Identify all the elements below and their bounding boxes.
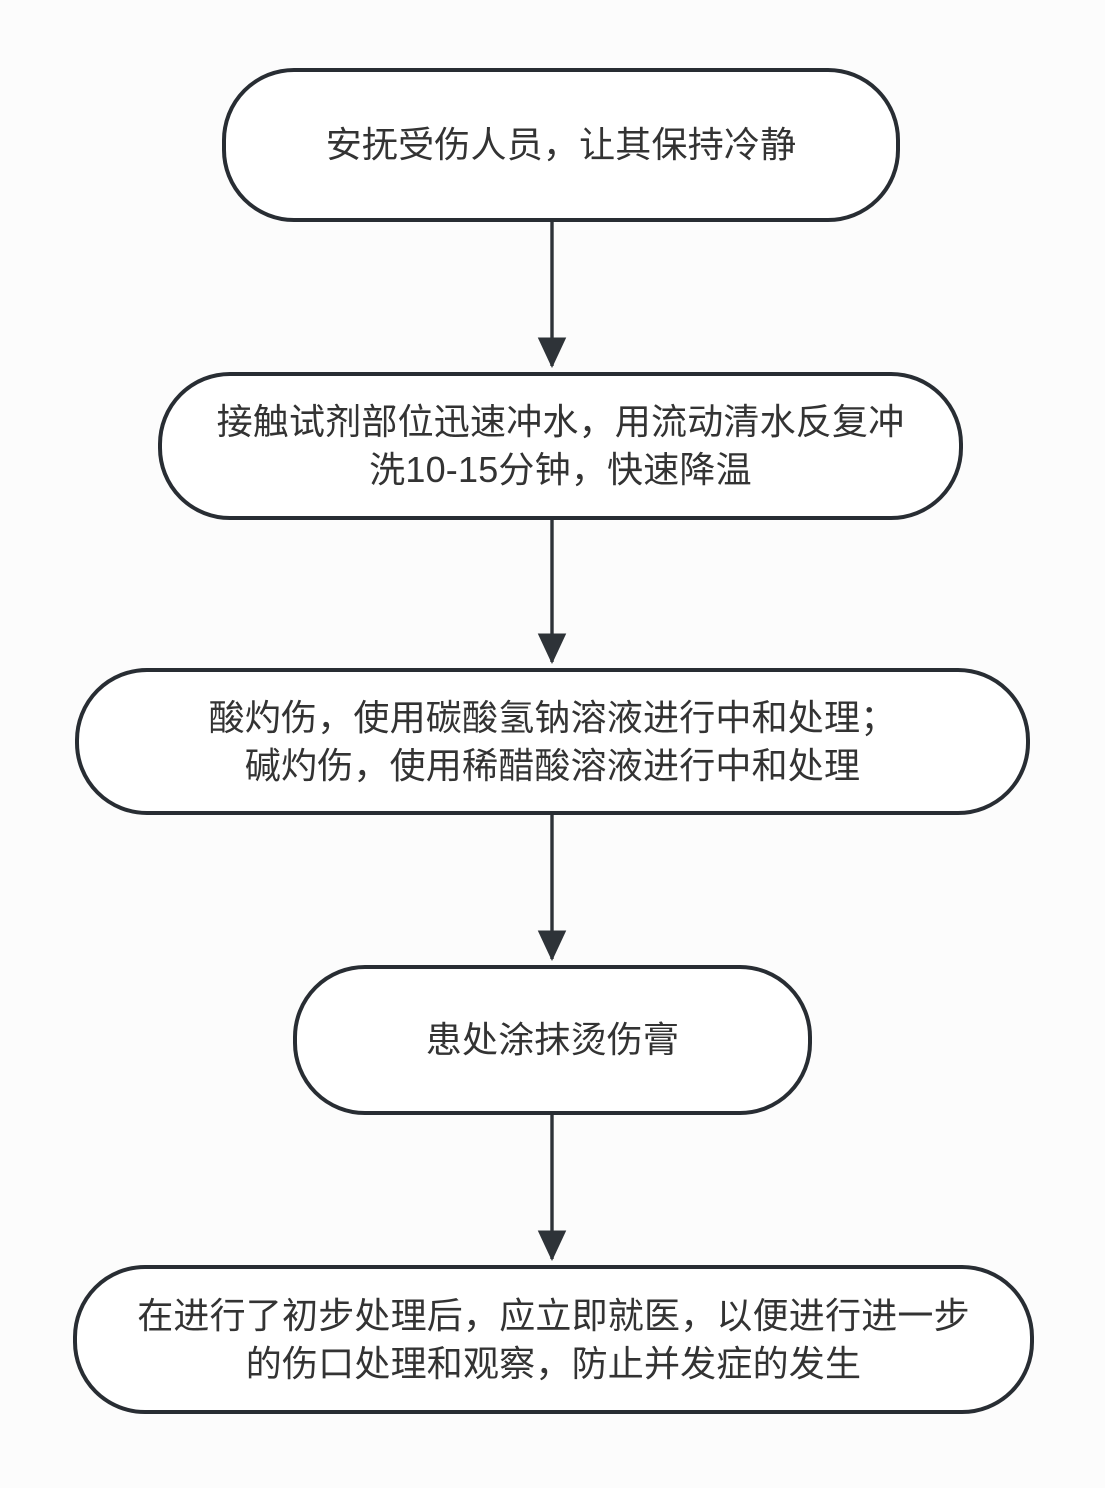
flow-node-seek-medical-care[interactable]: 在进行了初步处理后，应立即就医，以便进行进一步 的伤口处理和观察，防止并发症的发…	[73, 1265, 1034, 1414]
flow-node-calm-injured[interactable]: 安抚受伤人员，让其保持冷静	[222, 68, 900, 222]
flow-node-label: 接触试剂部位迅速冲水，用流动清水反复冲 洗10-15分钟，快速降温	[216, 401, 905, 490]
flow-node-label: 在进行了初步处理后，应立即就医，以便进行进一步 的伤口处理和观察，防止并发症的发…	[137, 1294, 970, 1384]
flow-node-apply-burn-ointment[interactable]: 患处涂抹烫伤膏	[293, 965, 812, 1115]
flow-node-label: 安抚受伤人员，让其保持冷静	[325, 124, 797, 166]
flow-node-rinse-with-water[interactable]: 接触试剂部位迅速冲水，用流动清水反复冲 洗10-15分钟，快速降温	[158, 372, 963, 520]
flow-node-neutralize-burn[interactable]: 酸灼伤，使用碳酸氢钠溶液进行中和处理； 碱灼伤，使用稀醋酸溶液进行中和处理	[75, 668, 1030, 815]
flow-node-label: 患处涂抹烫伤膏	[425, 1019, 680, 1061]
flow-node-label: 酸灼伤，使用碳酸氢钠溶液进行中和处理； 碱灼伤，使用稀醋酸溶液进行中和处理	[208, 696, 897, 786]
